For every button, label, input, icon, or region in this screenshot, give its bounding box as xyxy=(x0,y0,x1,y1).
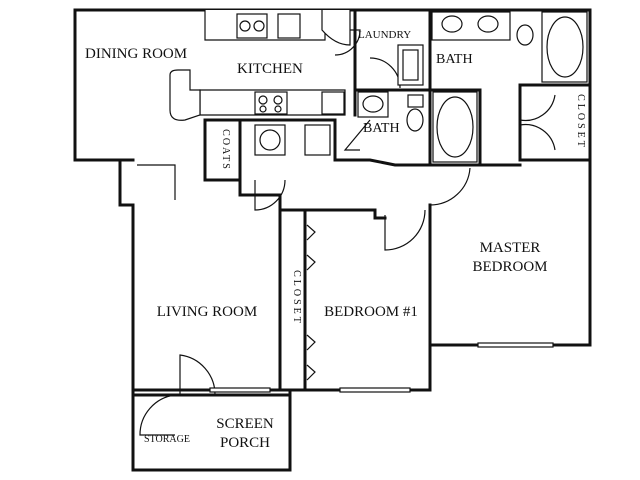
label-storage: STORAGE xyxy=(144,434,190,445)
label-living-room: LIVING ROOM xyxy=(157,304,257,320)
bath-fixtures xyxy=(357,11,588,163)
kitchen-fixtures xyxy=(169,10,351,156)
label-closet-right: CLOSET xyxy=(575,94,586,150)
label-master-2: BEDROOM xyxy=(472,259,547,275)
label-closet-mid: CLOSET xyxy=(291,270,302,326)
room-labels: DINING ROOM KITCHEN LAUNDRY BATH BATH CO… xyxy=(85,29,586,451)
label-laundry: LAUNDRY xyxy=(358,29,411,41)
label-bath-mid: BATH xyxy=(363,121,400,136)
label-master-1: MASTER xyxy=(480,240,541,256)
label-bedroom-1: BEDROOM #1 xyxy=(324,304,418,320)
closet-doors xyxy=(306,224,316,381)
label-bath-top: BATH xyxy=(436,52,473,67)
label-kitchen: KITCHEN xyxy=(237,61,303,77)
windows xyxy=(209,342,554,393)
label-porch-2: PORCH xyxy=(220,435,270,451)
laundry-fixtures xyxy=(397,44,424,86)
label-coats: COATS xyxy=(220,129,231,171)
label-dining-room: DINING ROOM xyxy=(85,46,187,62)
label-porch-1: SCREEN xyxy=(216,416,274,432)
interior-walls xyxy=(73,8,592,397)
